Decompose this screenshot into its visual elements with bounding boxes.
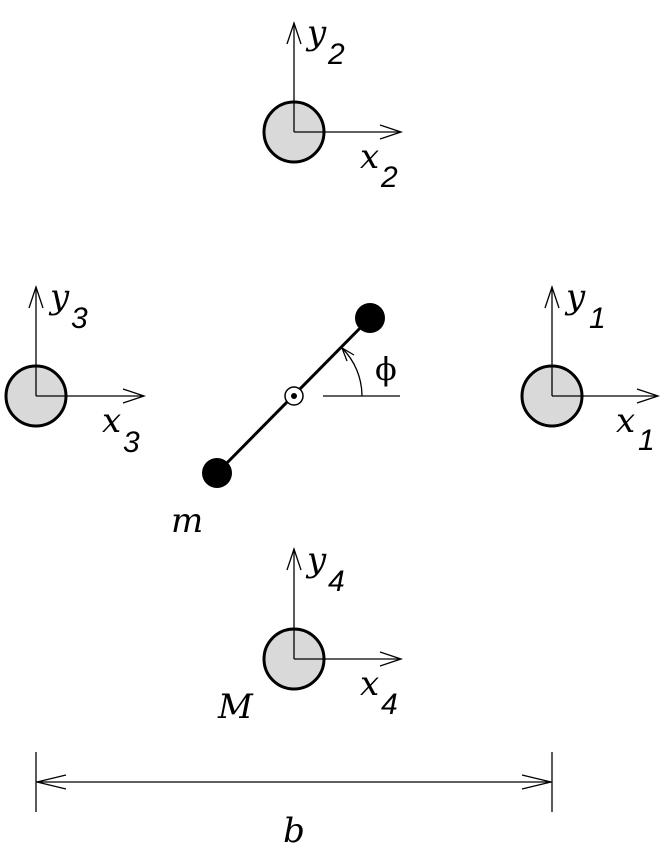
y4-subscript: 4 bbox=[328, 565, 345, 598]
phi-label: ϕ bbox=[375, 350, 397, 388]
center-of-mass-dot bbox=[291, 393, 297, 399]
y4-arrowhead bbox=[286, 546, 302, 571]
distance-indicator: b bbox=[35, 752, 553, 851]
dumbbell-mass-lower bbox=[202, 458, 232, 488]
y3-subscript: 3 bbox=[71, 302, 88, 335]
distance-arrowhead-right bbox=[521, 774, 552, 790]
x2-arrowhead bbox=[379, 124, 404, 140]
x3-subscript: 3 bbox=[123, 426, 140, 459]
small-mass-label: m bbox=[171, 501, 203, 541]
y1-arrowhead bbox=[544, 284, 560, 309]
y2-subscript: 2 bbox=[327, 38, 345, 71]
x4-label: x bbox=[360, 664, 379, 704]
primary-body-2: x 2 y 2 bbox=[262, 13, 404, 194]
dumbbell-mass-upper bbox=[355, 303, 385, 333]
primary-body-1: x 1 y 1 bbox=[520, 277, 661, 457]
x3-label: x bbox=[102, 401, 121, 441]
angle-arc-arrowhead bbox=[340, 346, 355, 362]
primary-body-4: x 4 y 4 bbox=[262, 540, 404, 721]
y4-label: y bbox=[305, 540, 327, 580]
x1-arrowhead bbox=[636, 388, 661, 404]
angle-phi-indicator: ϕ bbox=[323, 346, 400, 397]
angle-arc bbox=[341, 347, 363, 397]
x2-label: x bbox=[360, 137, 379, 177]
x1-subscript: 1 bbox=[638, 424, 655, 457]
y3-arrowhead bbox=[28, 284, 44, 309]
y1-label: y bbox=[564, 277, 586, 317]
y2-label: y bbox=[305, 13, 327, 53]
big-mass-label: M bbox=[217, 687, 254, 727]
x3-arrowhead bbox=[122, 388, 147, 404]
x4-subscript: 4 bbox=[381, 688, 398, 721]
x1-label: x bbox=[616, 401, 635, 441]
x2-subscript: 2 bbox=[380, 161, 398, 194]
dumbbell bbox=[202, 303, 385, 488]
distance-arrowhead-left bbox=[36, 774, 67, 790]
y2-arrowhead bbox=[286, 20, 302, 45]
primary-body-3: x 3 y 3 bbox=[4, 277, 147, 459]
x4-arrowhead bbox=[379, 651, 404, 667]
y1-subscript: 1 bbox=[589, 302, 606, 335]
y3-label: y bbox=[48, 277, 70, 317]
distance-label: b bbox=[283, 811, 305, 851]
